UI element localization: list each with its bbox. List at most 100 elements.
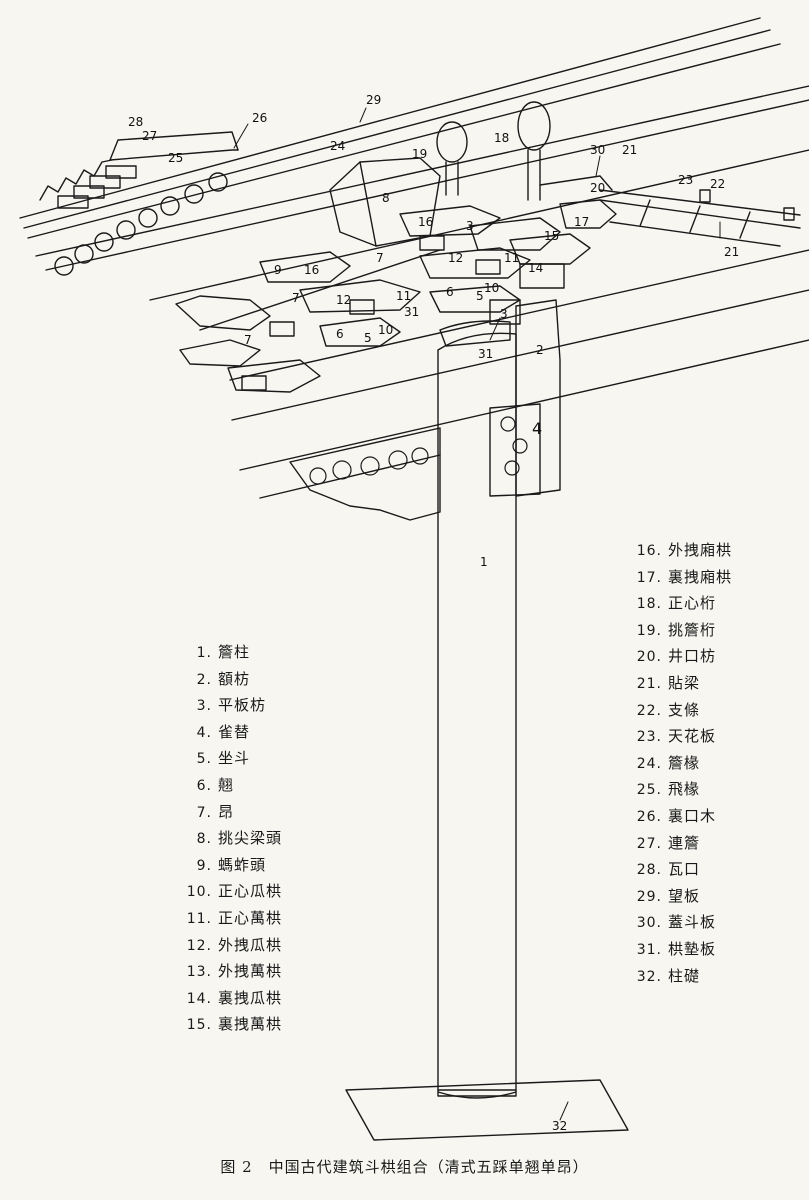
legend-term: 翹 [218,775,235,794]
carving-swirls [309,416,528,485]
callout-10b: 10 [378,323,393,337]
legend-number: 6. [196,777,212,794]
legend-term: 井口枋 [668,647,717,666]
legend-item: 22.支條 [626,698,732,725]
legend-number: 26. [636,808,662,825]
callout-31b: 31 [478,347,493,361]
legend-term: 正心萬栱 [218,908,283,927]
legend-item: 18.正心桁 [626,591,732,618]
legend-number: 8. [196,831,212,848]
legend-item: 14. 裏拽瓜栱 [176,986,282,1013]
legend-item: 7. 昂 [176,800,282,827]
leader-lines [233,107,721,1121]
callout-9: 9 [274,263,282,277]
callout-22: 22 [710,177,725,191]
rafter-ends [54,165,228,276]
legend-number: 32. [636,968,662,985]
callout-29: 29 [366,93,381,107]
legend-item: 32. 柱礎 [626,964,732,991]
ceiling-panels [599,189,801,247]
callout-16b: 16 [304,263,319,277]
callout-3a: 3 [466,219,474,233]
legend-term: 貼梁 [668,673,701,692]
legend-number: 2. [196,671,212,688]
legend-number: 30. [636,915,662,932]
callout-labels: 28 27 26 29 25 24 19 18 30 21 23 22 20 1… [128,93,739,1133]
legend-number: 12. [186,937,212,954]
legend-item: 27.連簷 [626,831,732,858]
legend-number: 23. [636,729,662,746]
callout-24: 24 [330,139,345,153]
legend-item: 5.坐斗 [176,746,282,773]
callout-25: 25 [168,151,183,165]
callout-27: 27 [142,129,157,143]
callout-4: 4 [532,419,542,438]
legend-number: 10. [186,884,212,901]
tile-edge [39,159,113,201]
legend-number: 4. [196,724,212,741]
callout-1: 1 [480,555,488,569]
legend-term: 柱礎 [668,966,701,985]
legend-number: 3. [196,698,212,715]
legend-term: 平板枋 [218,696,267,715]
legend-term: 螞蚱頭 [218,855,267,874]
legend-number: 27. [636,835,662,852]
legend-item: 3. 平板枋 [176,693,282,720]
legend-item: 25.飛椽 [626,777,732,804]
legend-item: 28.瓦口 [626,857,732,884]
legend-number: 28. [636,862,662,879]
purlins [436,101,613,201]
callout-20: 20 [590,181,605,195]
callout-7a: 7 [376,251,384,265]
legend-number: 25. [636,782,662,799]
legend-term: 望板 [668,886,701,905]
legend-number: 17. [636,569,662,586]
legend-item: 9. 螞蚱頭 [176,853,282,880]
figure-caption: 图 2 中国古代建筑斗栱组合（清式五踩单翘单昂） [220,1158,589,1176]
legend-number: 14. [186,990,212,1007]
legend-number: 24. [636,755,662,772]
callout-11a: 11 [504,251,519,265]
legend-term: 裏拽瓜栱 [218,988,283,1007]
legend-number: 9. [196,857,212,874]
legend-number: 29. [636,888,662,905]
legend-term: 裏口木 [668,806,717,825]
callout-3b: 3 [500,307,508,321]
callout-5b: 5 [364,331,372,345]
legend-item: 24.簷椽 [626,751,732,778]
legend-term: 昂 [218,802,235,821]
legend-item: 29. 望板 [626,884,732,911]
legend-number: 13. [186,964,212,981]
legend-term: 外拽瓜栱 [218,935,283,954]
callout-14: 14 [528,261,543,275]
callout-8: 8 [382,191,390,205]
callout-11b: 11 [396,289,411,303]
legend-number: 22. [636,702,662,719]
legend-number: 31. [636,941,662,958]
callout-18: 18 [494,131,509,145]
legend-number: 20. [636,649,662,666]
callout-17: 17 [574,215,589,229]
callout-10a: 10 [484,281,499,295]
carved-sparrow-brace-left [289,427,441,521]
callout-23: 23 [678,173,693,187]
callout-15: 15 [544,229,559,243]
legend-number: 7. [196,804,212,821]
callout-19: 19 [412,147,427,161]
legend-item: 15.裏拽萬栱 [176,1012,282,1039]
callout-2: 2 [536,343,544,357]
callout-21a: 21 [622,143,637,157]
legend-item: 21.貼梁 [626,671,732,698]
callout-7c: 7 [244,333,252,347]
legend-term: 正心瓜栱 [218,882,283,901]
legend-term: 雀替 [218,722,251,741]
legend-item: 4. 雀替 [176,720,282,747]
callout-26: 26 [252,111,267,125]
callout-21b: 21 [724,245,739,259]
legend-term: 簷柱 [218,643,251,661]
legend-number: 16. [636,543,662,559]
legend-item: 16. 外拽廂栱 [626,538,732,565]
legend-term: 外拽廂栱 [668,541,733,559]
